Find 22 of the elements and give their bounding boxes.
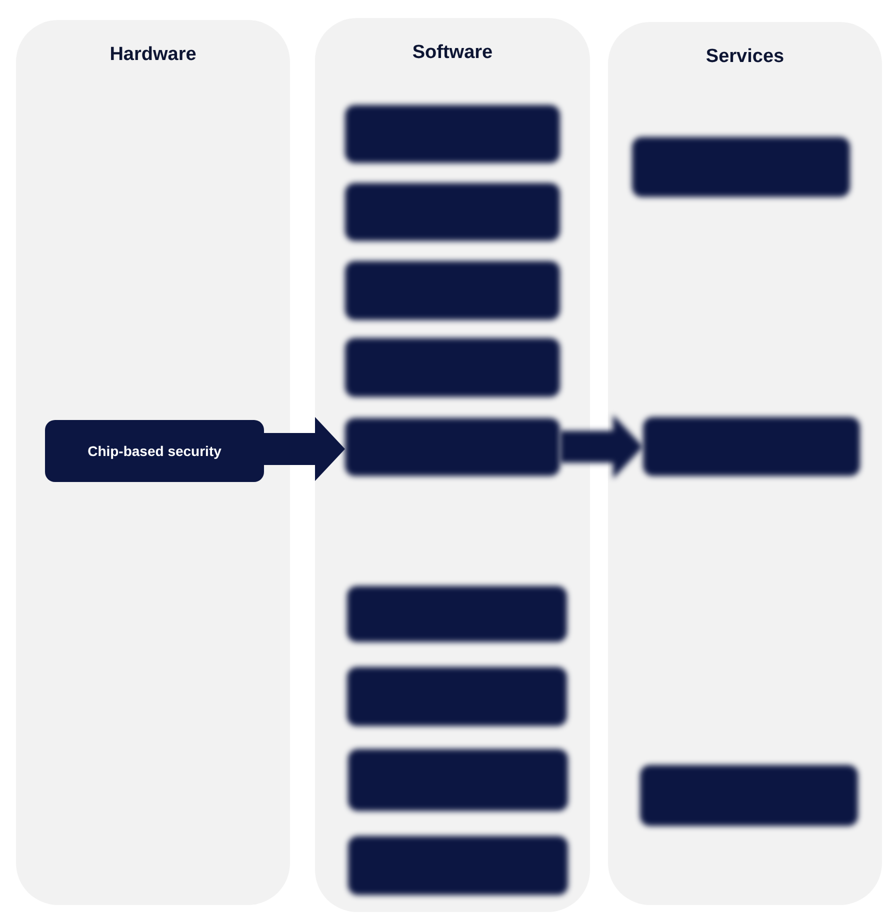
column-header: Hardware (110, 44, 196, 66)
block-arrow (264, 417, 345, 481)
blurred-box (348, 836, 568, 895)
blurred-box (643, 417, 860, 476)
blurred-box (632, 137, 850, 197)
blurred-box (345, 418, 560, 476)
column-panel (315, 18, 590, 912)
blurred-box (347, 586, 567, 642)
column-header: Services (706, 46, 784, 68)
column-panel (608, 22, 882, 905)
blurred-box (347, 667, 567, 726)
box-label: Chip-based security (88, 442, 222, 460)
block-arrow (560, 414, 643, 479)
process-box (45, 420, 264, 482)
blurred-box (345, 105, 560, 163)
blurred-box (345, 261, 560, 320)
blurred-box (345, 183, 560, 241)
column-header: Software (412, 42, 493, 64)
blurred-box (348, 749, 568, 811)
blurred-box (640, 765, 858, 826)
blurred-box (345, 338, 560, 397)
column-panel (16, 20, 290, 905)
